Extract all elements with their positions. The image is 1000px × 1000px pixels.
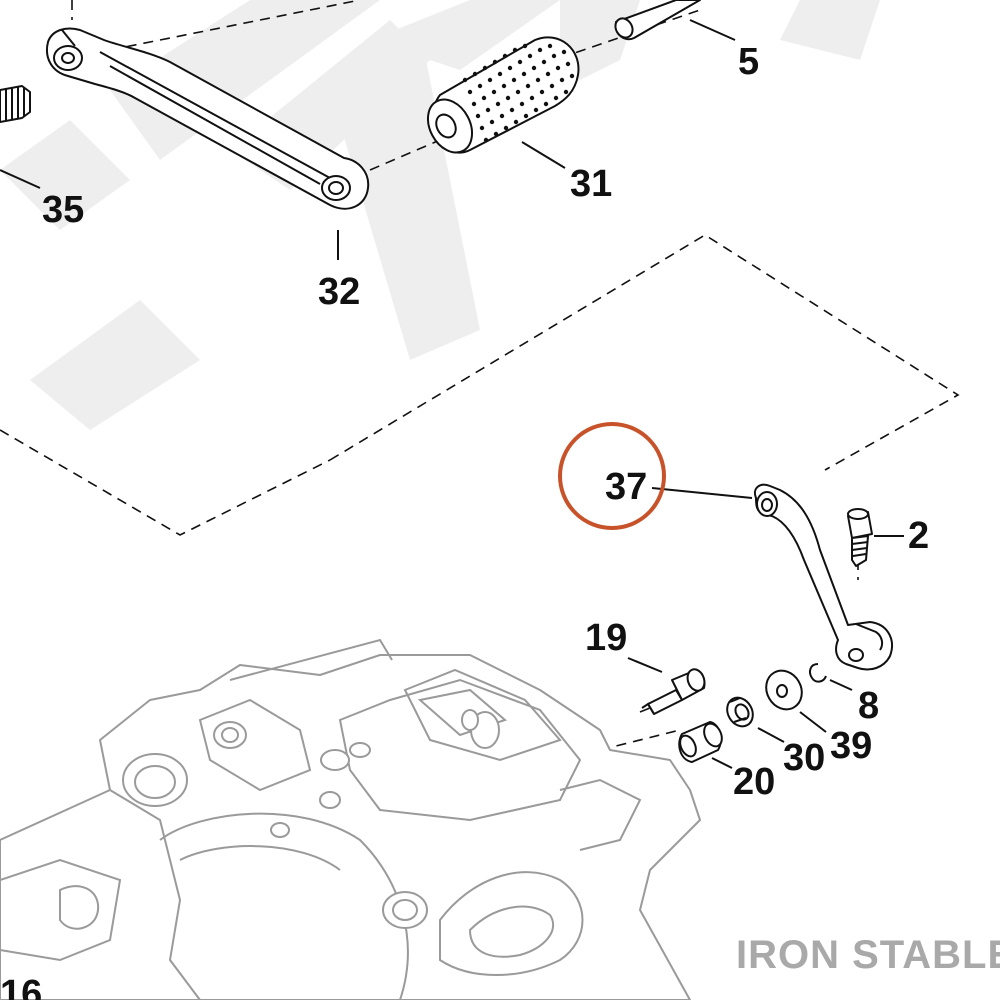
leader-35 [0,169,41,189]
callout-32: 32 [318,271,360,313]
part-19-pivot-bolt [641,668,706,715]
callout-19: 19 [585,617,627,659]
part-5-pin [614,0,701,41]
leader-8 [829,679,853,691]
part-31-peg-rubber [426,36,580,154]
callout-16: 16 [0,973,42,1000]
transmission-housing-ghost [0,638,701,1000]
leader-19 [627,657,663,673]
callout-37: 37 [605,466,647,508]
part-30-bushing [726,696,754,728]
callout-8: 8 [858,685,879,727]
leader-31 [521,141,566,169]
leader-20 [711,757,733,769]
callout-5: 5 [738,41,759,83]
leader-30 [757,727,785,743]
part-32-shift-lever [46,27,370,210]
leader-39 [799,711,827,733]
part-35-shaft [0,85,31,123]
leader-lines [0,19,904,769]
knurl-pattern [462,43,575,143]
callout-39: 39 [830,725,872,767]
part-37-shift-linkage [754,483,893,671]
highlight-ring-37 [558,422,666,530]
callout-30: 30 [783,737,825,779]
leader-37 [651,487,753,499]
part-2-screw [847,508,873,567]
part-8-retaining-ring [809,663,827,683]
callout-31: 31 [570,163,612,205]
callout-35: 35 [42,189,84,231]
part-20-sleeve [678,721,723,763]
callout-2: 2 [908,515,929,557]
part-39-washer [765,669,803,711]
brand-watermark: IRON STABLE [736,933,1000,977]
callout-labels: 5 31 35 32 37 2 19 8 39 30 20 16 [0,41,929,1000]
leader-5 [689,19,736,41]
callout-20: 20 [733,761,775,803]
